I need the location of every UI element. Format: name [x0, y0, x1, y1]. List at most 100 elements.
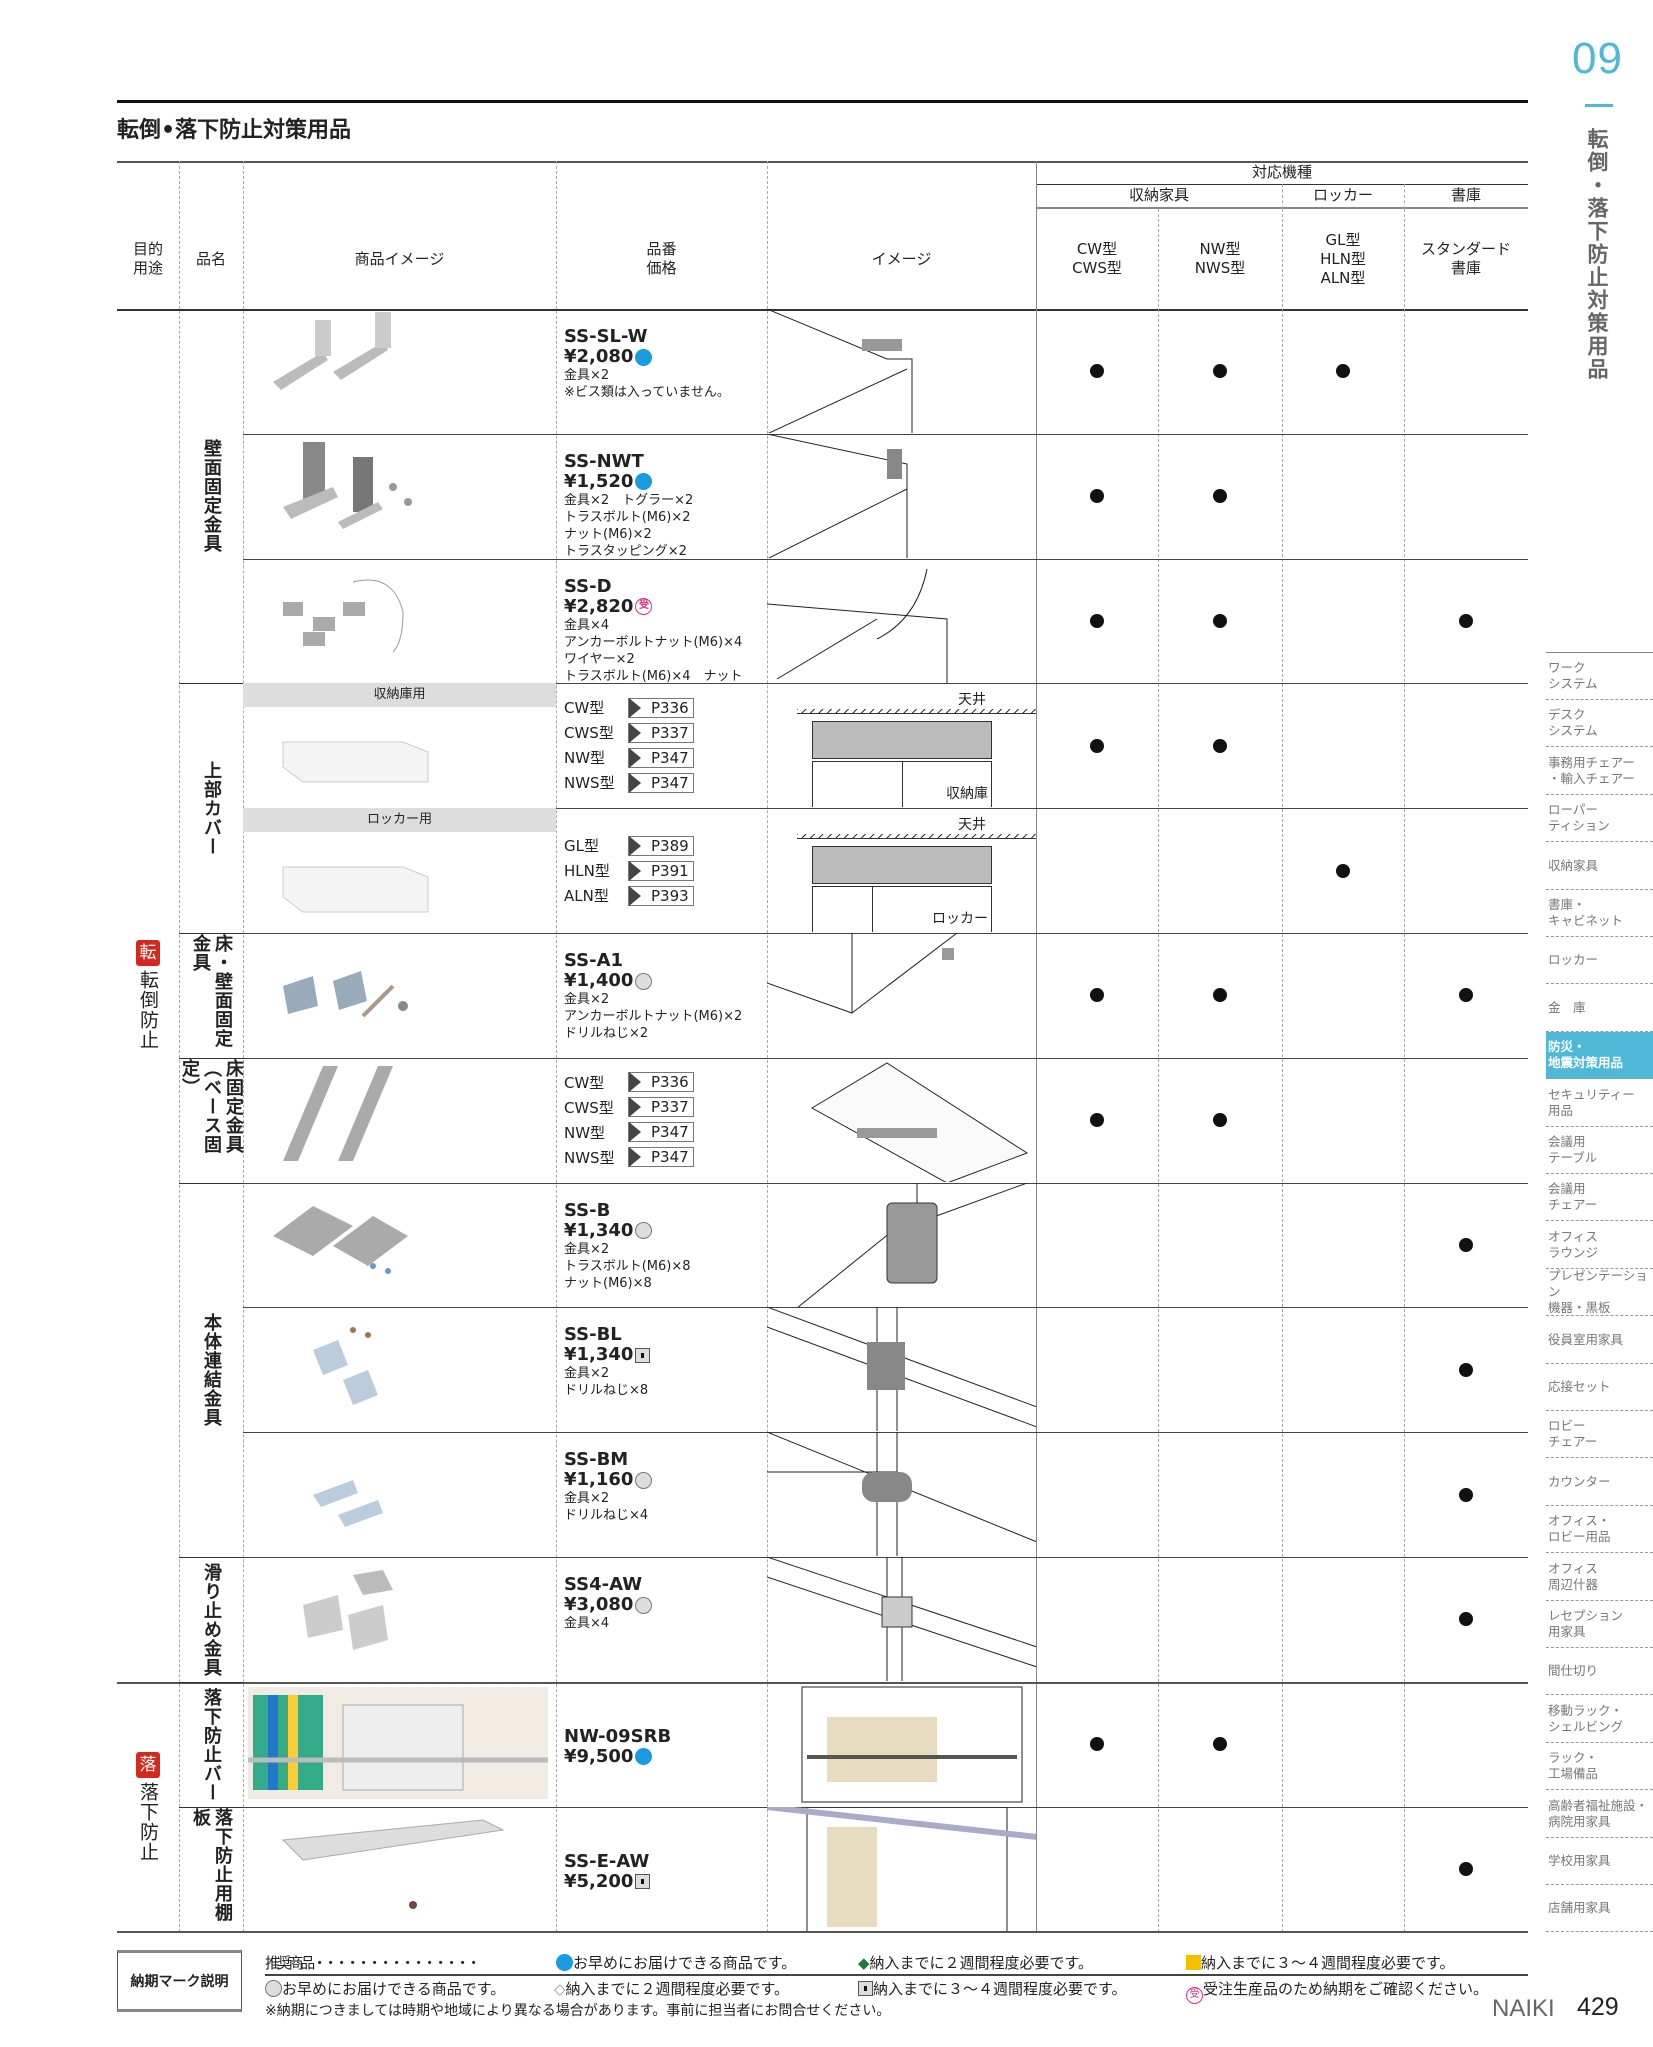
ceiling-label: 天井 [958, 817, 986, 834]
sidebar-item[interactable]: 店舗用家具 [1546, 1885, 1653, 1933]
installation-illustration [767, 1806, 1036, 1931]
sidebar-item[interactable]: オフィス ラウンジ [1546, 1222, 1653, 1269]
top-rule [117, 100, 1528, 103]
model-page-ref[interactable]: NWS型 P347 [564, 1145, 764, 1170]
product-contents: アンカーボルトナット(M6)×4 [564, 634, 743, 650]
page-link[interactable]: P389 [628, 835, 694, 856]
page-link[interactable]: P337 [628, 1097, 694, 1118]
sidebar-item[interactable]: 学校用家具 [1546, 1838, 1653, 1885]
page-link[interactable]: P393 [628, 885, 694, 906]
legend-text: 納入までに３～４週間程度必要です。 [873, 1980, 1127, 1998]
sidebar-item[interactable]: ラック・ 工場備品 [1546, 1743, 1653, 1791]
product-code: SS-A1 [564, 951, 624, 971]
model-page-ref[interactable]: CWS型 P337 [564, 1095, 764, 1120]
product-price: ¥5,200 [564, 1871, 764, 1892]
sidebar-item[interactable]: オフィス・ ロビー用品 [1546, 1506, 1653, 1554]
legend-text: お早めにお届けできる商品です。 [573, 1954, 797, 1972]
sidebar-item[interactable]: ローパー ティション [1546, 795, 1653, 843]
sidebar-item[interactable]: 金 庫 [1546, 985, 1653, 1032]
header-image: イメージ [871, 249, 932, 268]
sidebar-item[interactable]: レセプション 用家具 [1546, 1601, 1653, 1648]
sidebar-item[interactable]: 間仕切り [1546, 1648, 1653, 1696]
product-image [243, 1061, 556, 1181]
category-cell: 本体連結金具 [179, 1182, 243, 1557]
made-to-order-icon: 受 [1186, 1987, 1203, 2004]
page-link[interactable]: P336 [628, 1072, 694, 1093]
model-label: NWS型 [564, 1148, 615, 1167]
price-value: ¥2,080 [564, 346, 634, 367]
page-link[interactable]: P347 [628, 1147, 694, 1168]
page-link[interactable]: P347 [628, 772, 694, 793]
sidebar-item[interactable]: 事務用チェアー ・輸入チェアー [1546, 748, 1653, 795]
category-cell: 上部カバー [179, 683, 243, 933]
sidebar-item[interactable]: 移動ラック・ シェルビング [1546, 1696, 1653, 1743]
group-rule [117, 1681, 1528, 1684]
sidebar-item[interactable]: デスク システム [1546, 700, 1653, 748]
page-link[interactable]: P337 [628, 722, 694, 743]
sidebar-item[interactable]: ロッカー [1546, 937, 1653, 985]
sidebar-item[interactable]: セキュリティー 用品 [1546, 1080, 1653, 1127]
product-price: ¥2,080 [564, 347, 764, 367]
compatible-dot [1336, 364, 1350, 379]
sidebar-item[interactable]: 収納家具 [1546, 843, 1653, 890]
product-image [243, 1810, 556, 1930]
product-contents: トラスタッピング×2 [564, 543, 687, 559]
legend-text: 納入までに２週間程度必要です。 [869, 1954, 1094, 1972]
product-contents: ※ビス類は入っていません。 [564, 385, 730, 400]
green-diamond-icon: ◆ [858, 1954, 870, 1972]
sidebar-item[interactable]: 防災・ 地震対策用品 [1546, 1032, 1653, 1080]
product-code: SS-B [564, 1200, 611, 1221]
product-image [243, 1186, 556, 1306]
model-page-ref[interactable]: CW型 P336 [564, 1070, 764, 1095]
row-rule [243, 808, 1528, 810]
sidebar-item[interactable]: ロビー チェアー [1546, 1411, 1653, 1459]
sidebar-item[interactable]: カウンター [1546, 1459, 1653, 1506]
gray-delivery-mark-icon [635, 1596, 653, 1614]
product-code: SS-BL [564, 1325, 622, 1346]
compatible-dot [1459, 1237, 1473, 1252]
legend-gray: お早めにお届けできる商品です。 [265, 1978, 505, 1999]
model-page-ref[interactable]: HLN型 P391 [564, 858, 764, 883]
product-subheader: 収納庫用 [243, 683, 556, 708]
product-price: ¥9,500 [564, 1746, 764, 1767]
column-divider [243, 161, 244, 1932]
row-rule [243, 433, 1528, 435]
row-rule [243, 683, 1528, 685]
product-code: SS-BM [564, 1450, 629, 1471]
model-label: CW型 [564, 1073, 605, 1092]
page-link[interactable]: P391 [628, 860, 694, 881]
page-link[interactable]: P347 [628, 747, 694, 768]
gray-square-icon [858, 1981, 873, 1996]
sidebar-item[interactable]: 役員室用家具 [1546, 1317, 1653, 1364]
sidebar-item[interactable]: 会議用 テーブル [1546, 1127, 1653, 1174]
model-label: CWS型 [564, 1098, 614, 1117]
sidebar-item[interactable]: プレゼンテーション 機器・黒板 [1546, 1268, 1653, 1317]
blue-circle-icon [556, 1954, 573, 1971]
sidebar-item[interactable]: オフィス 周辺什器 [1546, 1554, 1653, 1601]
page-link[interactable]: P347 [628, 1122, 694, 1143]
model-label: HLN型 [564, 862, 610, 881]
sidebar-item[interactable]: 書庫・ キャビネット [1546, 890, 1653, 937]
sidebar-item[interactable]: 会議用 チェアー [1546, 1174, 1653, 1222]
compatible-dot [1090, 613, 1104, 628]
legend-text: 受注生産品のため納期をご確認ください。 [1203, 1980, 1489, 1998]
code-price-cell: SS-E-AW¥5,200 [564, 1852, 764, 1932]
page-link[interactable]: P336 [628, 697, 694, 718]
sidebar-item[interactable]: 応接セット [1546, 1364, 1653, 1411]
product-code: SS-D [564, 576, 612, 597]
sidebar-item[interactable]: ワーク システム [1546, 653, 1653, 700]
column-divider [1036, 161, 1037, 1932]
sidebar-item[interactable]: 高齢者福祉施設・ 病院用家具 [1546, 1791, 1653, 1838]
installation-illustration [767, 1182, 1036, 1307]
